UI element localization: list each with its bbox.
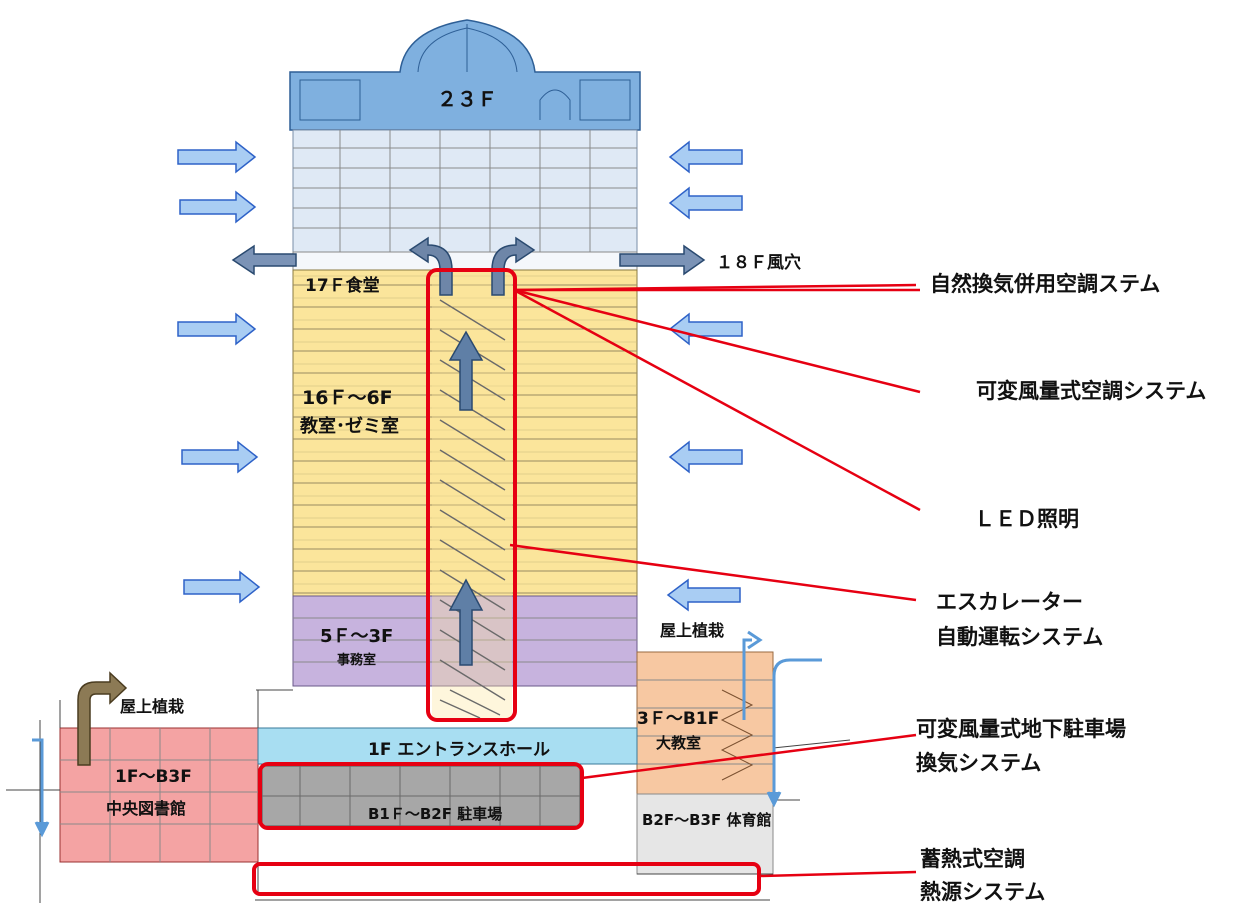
exhaust-curved-arrows xyxy=(408,236,536,296)
label-23f: ２３Ｆ xyxy=(437,87,497,111)
label-16f-6f: 16Ｆ～6F xyxy=(302,387,393,409)
crown-23f: ２３Ｆ xyxy=(289,19,641,131)
callout-vav-air-conditioning: 可変風量式空調システム xyxy=(976,379,1206,403)
label-17f-cafeteria: 17Ｆ食堂 xyxy=(305,275,380,296)
label-entrance-hall: 1F エントランスホール xyxy=(368,740,550,760)
label-3f-b1f: 3Ｆ～B1F xyxy=(637,709,719,729)
label-office: 事務室 xyxy=(337,652,376,668)
library-block xyxy=(59,727,259,863)
label-gym: B2F～B3F 体育館 xyxy=(642,811,771,829)
label-rooftop-left: 屋上植栽 xyxy=(120,697,184,716)
callout-heat-source: 熱源システム xyxy=(920,880,1045,903)
label-5f-3f: 5Ｆ～3F xyxy=(320,626,393,647)
upper-floors-block xyxy=(292,129,638,253)
label-library-floors: 1F～B3F xyxy=(115,767,192,787)
red-highlight-boxes xyxy=(252,268,761,896)
callout-ventilation-system: 換気システム xyxy=(916,751,1041,775)
library-rooftop-arrow xyxy=(77,671,128,766)
callout-escalator: エスカレーター xyxy=(936,590,1083,614)
shaft-updraft-arrows xyxy=(448,330,484,666)
exhaust-horizontal-arrows xyxy=(231,244,706,276)
parking-block xyxy=(261,765,581,827)
label-parking: B1Ｆ～B2F 駐車場 xyxy=(368,805,502,823)
label-classrooms: 教室･ゼミ室 xyxy=(300,415,399,437)
entrance-hall-block xyxy=(257,727,638,765)
label-lecture-hall: 大教室 xyxy=(656,734,701,752)
vertical-air-arrows xyxy=(32,630,822,838)
wind-inflow-arrows-left xyxy=(177,140,261,604)
label-18f-wind-hole: １８Ｆ風穴 xyxy=(716,252,801,273)
callout-escalator-auto: 自動運転システム xyxy=(936,625,1103,649)
callout-parking-ventilation: 可変風量式地下駐車場 xyxy=(916,717,1126,741)
callout-thermal-storage: 蓄熱式空調 xyxy=(920,847,1025,871)
red-leader-lines xyxy=(509,283,921,878)
callout-natural-ventilation: 自然換気併用空調ステム xyxy=(930,272,1160,296)
wind-inflow-arrows-right xyxy=(666,140,743,612)
wind-hole-18f xyxy=(292,251,638,271)
gym-block xyxy=(636,793,774,875)
label-rooftop-right: 屋上植栽 xyxy=(660,621,724,640)
foundation-lines xyxy=(6,689,851,903)
label-library: 中央図書館 xyxy=(106,799,186,818)
callout-led-lighting: ＬＥＤ照明 xyxy=(974,507,1079,531)
